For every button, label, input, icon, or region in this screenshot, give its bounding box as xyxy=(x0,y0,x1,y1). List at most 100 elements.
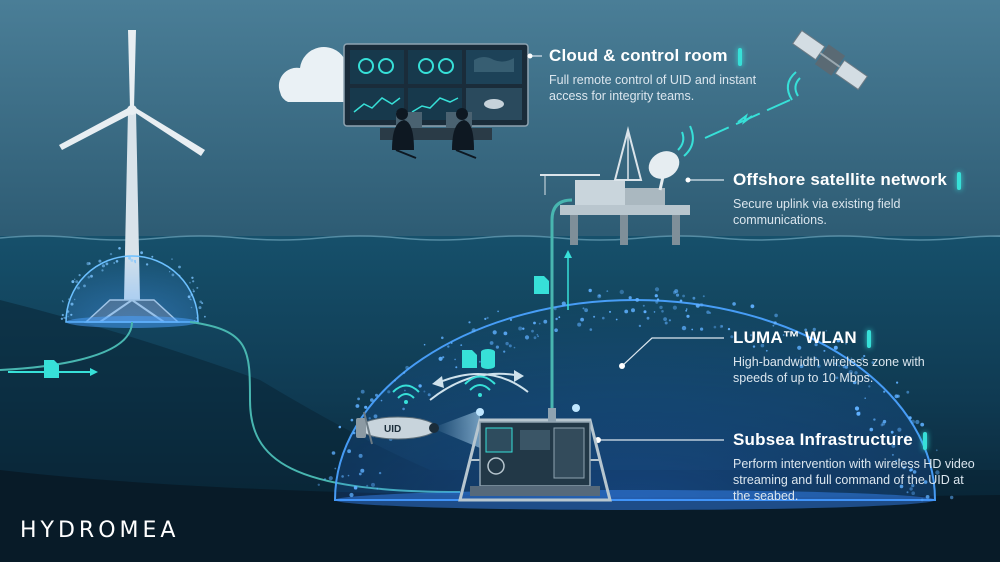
wlan-particle xyxy=(140,251,144,255)
wlan-particle xyxy=(471,328,476,333)
callout-cloud-control-room: Cloud & control room Full remote control… xyxy=(549,46,769,104)
wlan-particle xyxy=(700,327,704,331)
wlan-particle xyxy=(915,419,920,425)
wlan-particle xyxy=(88,262,91,264)
wlan-particle xyxy=(190,293,194,297)
database-icon xyxy=(481,349,495,369)
wlan-particle xyxy=(702,295,705,298)
wireless-exchange xyxy=(429,349,529,401)
wlan-particle xyxy=(450,342,453,344)
satellite-icon xyxy=(791,29,869,91)
wlan-particle xyxy=(198,306,202,310)
wlan-particle xyxy=(70,302,74,306)
callout-description: Perform intervention with wireless HD vi… xyxy=(733,457,975,503)
wlan-particle xyxy=(864,397,866,400)
wlan-particle xyxy=(441,336,444,340)
wlan-particle xyxy=(713,325,717,329)
wlan-particle xyxy=(848,370,853,375)
wlan-particle xyxy=(661,310,664,313)
wlan-particle xyxy=(903,437,908,442)
wlan-particle xyxy=(371,482,375,487)
wlan-particle xyxy=(115,260,119,263)
wlan-particle xyxy=(75,280,79,284)
wlan-particle xyxy=(145,263,149,266)
wlan-particle xyxy=(505,341,509,346)
wlan-particle xyxy=(894,394,899,399)
wlan-particle xyxy=(654,287,660,292)
wlan-particle xyxy=(171,258,173,260)
wlan-particle xyxy=(204,315,206,318)
wlan-particle xyxy=(642,304,645,307)
wlan-particle xyxy=(71,280,75,284)
wlan-particle xyxy=(732,302,736,306)
wlan-particle xyxy=(691,328,694,331)
wlan-particle xyxy=(653,311,656,313)
turbine-wlan-dome xyxy=(65,255,199,323)
wlan-particle xyxy=(366,484,369,487)
wlan-particle xyxy=(727,327,731,331)
wlan-particle xyxy=(67,315,69,318)
wlan-particle xyxy=(577,322,582,327)
wlan-particle xyxy=(598,294,601,297)
riser-cable xyxy=(550,198,573,410)
wlan-particle xyxy=(368,417,371,420)
wlan-particle xyxy=(668,319,672,322)
wlan-particle xyxy=(531,329,534,333)
wlan-particle xyxy=(355,404,360,408)
wlan-particle xyxy=(699,303,704,307)
wifi-icon xyxy=(392,384,420,404)
wlan-particle xyxy=(394,379,396,382)
wlan-particle xyxy=(543,319,548,324)
wlan-particle xyxy=(133,259,137,263)
wlan-particle xyxy=(558,316,561,319)
wlan-particle xyxy=(950,495,954,500)
wlan-particle xyxy=(850,357,853,360)
underwater-vehicle-icon: UID xyxy=(356,411,439,445)
vehicle-label: UID xyxy=(384,424,401,435)
wlan-particle xyxy=(338,425,342,429)
brand-logo: HYDROMEA xyxy=(20,518,180,543)
wlan-particle xyxy=(323,478,327,481)
wlan-particle xyxy=(509,318,513,321)
wlan-particle xyxy=(87,275,91,279)
wlan-particle xyxy=(852,380,857,385)
wlan-particle xyxy=(442,356,445,359)
wlan-particle xyxy=(672,290,677,295)
wlan-particle xyxy=(370,398,374,402)
wlan-particle xyxy=(189,281,191,284)
wlan-particle xyxy=(113,262,116,264)
wlan-particle xyxy=(686,314,690,318)
wlan-particle xyxy=(74,278,76,280)
wlan-particle xyxy=(833,345,838,350)
wlan-particle xyxy=(663,317,667,321)
wlan-particle xyxy=(685,308,688,310)
wlan-particle xyxy=(628,296,632,300)
wlan-particle xyxy=(447,345,450,348)
callout-description: Full remote control of UID and instant a… xyxy=(549,73,757,103)
wlan-particle xyxy=(899,484,904,489)
wlan-particle xyxy=(589,328,593,331)
wlan-particle xyxy=(62,301,64,303)
wlan-particles xyxy=(60,247,954,502)
wlan-particle xyxy=(375,393,378,397)
wlan-particle xyxy=(489,341,494,345)
wlan-particle xyxy=(624,309,629,314)
wlan-particle xyxy=(619,289,624,295)
wlan-particle xyxy=(522,327,525,330)
wlan-particle xyxy=(364,405,368,409)
wlan-particle xyxy=(871,361,875,364)
wlan-particle xyxy=(774,313,778,318)
wlan-particle xyxy=(906,491,909,494)
wlan-particle xyxy=(772,324,775,327)
wlan-particle xyxy=(495,345,499,349)
wlan-particle xyxy=(347,449,351,454)
wlan-particle xyxy=(538,322,541,325)
wlan-particle xyxy=(685,309,688,312)
wlan-particle xyxy=(861,357,865,361)
wlan-particle xyxy=(60,317,64,320)
wlan-particle xyxy=(719,324,724,329)
wlan-connector xyxy=(621,337,724,367)
wlan-particle xyxy=(171,273,175,277)
wlan-particle xyxy=(840,339,844,343)
wlan-particle xyxy=(582,307,585,310)
